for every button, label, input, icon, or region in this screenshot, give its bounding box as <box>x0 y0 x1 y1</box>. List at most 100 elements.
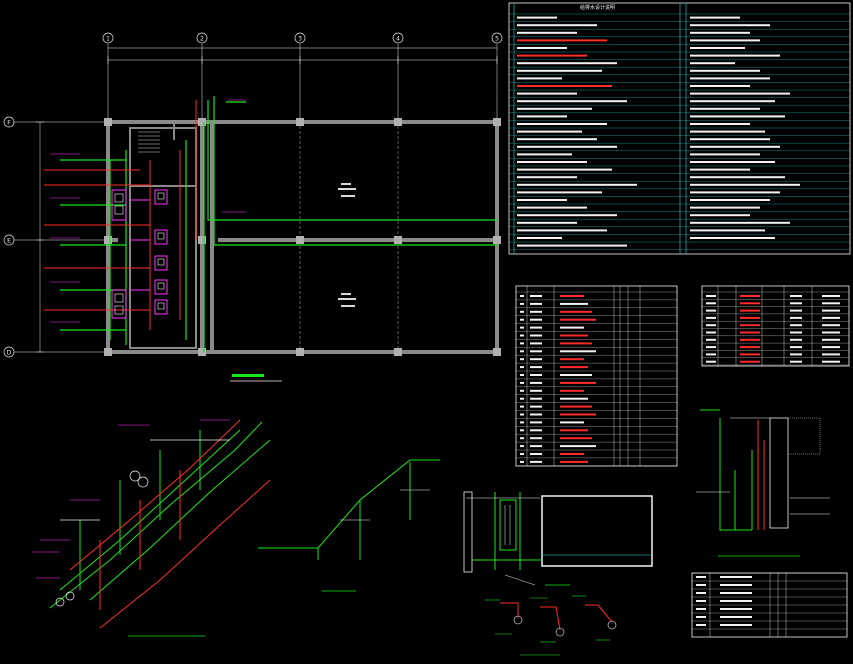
notes-text-line <box>517 183 637 186</box>
notes-text-line <box>690 69 760 72</box>
drainage-pipes <box>44 100 197 330</box>
notes-text-line <box>690 16 740 19</box>
table-cell-text <box>720 592 752 594</box>
table-cell-text <box>560 397 588 400</box>
table-cell-text <box>520 437 524 440</box>
tank-section-detail <box>463 491 653 586</box>
notes-text-line <box>517 77 562 80</box>
table-cell-text <box>790 331 802 334</box>
isometric-system-diagram-2 <box>258 459 440 592</box>
notes-text-line <box>690 138 770 141</box>
table-cell-text <box>530 334 542 337</box>
table-cell-text <box>560 366 588 369</box>
table-cell-text <box>530 358 542 361</box>
table-cell-text <box>822 324 840 327</box>
table-cell-text <box>560 374 592 376</box>
table-cell-text <box>706 309 716 312</box>
table-cell-text <box>706 360 716 363</box>
notes-text-line <box>517 191 602 194</box>
table-cell-text <box>740 338 760 341</box>
table-cell-text <box>530 295 542 297</box>
wall-penetration-detail <box>696 409 830 557</box>
table-cell-text <box>706 316 716 319</box>
notes-text-line <box>517 176 577 179</box>
notes-text-line <box>517 130 582 133</box>
table-cell-text <box>530 397 542 400</box>
table-cell-text <box>696 624 706 626</box>
notes-text-line <box>690 199 770 201</box>
table-cell-text <box>520 429 524 432</box>
table-cell-text <box>740 346 760 349</box>
table-cell-text <box>520 421 524 424</box>
notes-text-line <box>690 123 750 125</box>
table-cell-text <box>560 453 584 455</box>
grid-bubble-left: F <box>3 116 15 128</box>
table-cell-text <box>520 334 524 337</box>
notes-text-line <box>517 221 577 224</box>
notes-text-line <box>690 31 750 34</box>
table-cell-text <box>706 353 716 356</box>
equipment-grid <box>702 286 849 366</box>
table-cell-text <box>530 326 542 329</box>
table-cell-text <box>720 608 752 610</box>
table-cell-text <box>740 331 760 334</box>
table-cell-text <box>560 413 596 416</box>
notes-text-line <box>517 100 627 103</box>
material-list-grid <box>516 286 677 466</box>
table-cell-text <box>530 453 542 455</box>
table-cell-text <box>530 405 542 408</box>
table-cell-text <box>520 302 524 305</box>
notes-text-line <box>690 62 735 65</box>
table-cell-text <box>790 309 802 312</box>
notes-text-line <box>517 214 617 217</box>
notes-text-line <box>690 107 760 110</box>
table-cell-text <box>740 324 760 327</box>
table-cell-text <box>530 437 542 440</box>
equipment-table <box>701 285 850 367</box>
grid-bubble-top: 1 <box>102 32 114 44</box>
table-cell-text <box>822 346 840 349</box>
structural-columns <box>104 118 501 356</box>
plan-title-text <box>232 374 264 377</box>
room-labels <box>338 183 356 307</box>
table-cell-text <box>706 324 716 327</box>
notes-text-line <box>517 54 587 57</box>
notes-text-line <box>517 47 567 49</box>
notes-rows <box>509 13 850 250</box>
notes-text-line <box>690 115 785 118</box>
table-cell-text <box>560 334 588 337</box>
grid-bubble-label: 4 <box>396 36 400 43</box>
table-cell-text <box>520 397 524 400</box>
table-cell-text <box>520 453 524 455</box>
notes-text-line <box>517 62 617 65</box>
notes-text-line <box>690 54 780 57</box>
table-cell-text <box>790 316 802 319</box>
table-cell-text <box>560 381 596 384</box>
notes-text-line <box>517 237 562 239</box>
grid-bubble-top: 3 <box>294 32 306 44</box>
notes-text-line <box>517 145 617 148</box>
table-cell-text <box>720 584 752 586</box>
table-cell-text <box>520 295 524 297</box>
table-cell-text <box>530 381 542 384</box>
grid-bubble-label: F <box>7 120 11 127</box>
notes-text-line <box>690 92 790 95</box>
notes-text-line <box>690 77 770 80</box>
table-cell-text <box>530 445 542 448</box>
notes-text-line <box>690 24 770 27</box>
table-cell-text <box>560 405 592 408</box>
grid-bubble-label: 1 <box>106 36 110 43</box>
notes-text-line <box>517 153 572 156</box>
notes-text-line <box>690 237 775 239</box>
notes-text-line <box>517 39 607 42</box>
table-cell-text <box>720 616 752 618</box>
notes-title: 给排水设计说明 <box>580 4 615 11</box>
table-cell-text <box>822 295 840 297</box>
table-cell-text <box>520 405 524 408</box>
table-cell-text <box>790 346 802 349</box>
table-cell-text <box>530 460 542 463</box>
table-cell-text <box>520 326 524 329</box>
notes-text-line <box>690 221 790 224</box>
